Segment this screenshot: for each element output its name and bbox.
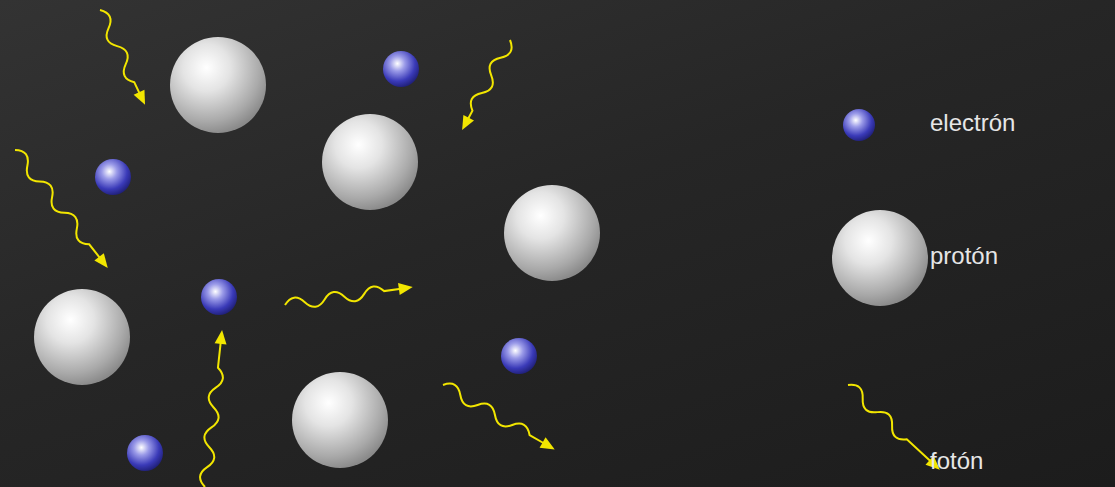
legend-label: protón xyxy=(930,242,998,270)
legend-label: fotón xyxy=(930,447,983,475)
photon-arrows xyxy=(10,7,557,487)
legend-label: electrón xyxy=(930,109,1015,137)
proton-spheres xyxy=(34,37,600,468)
legend-samples xyxy=(832,109,944,474)
